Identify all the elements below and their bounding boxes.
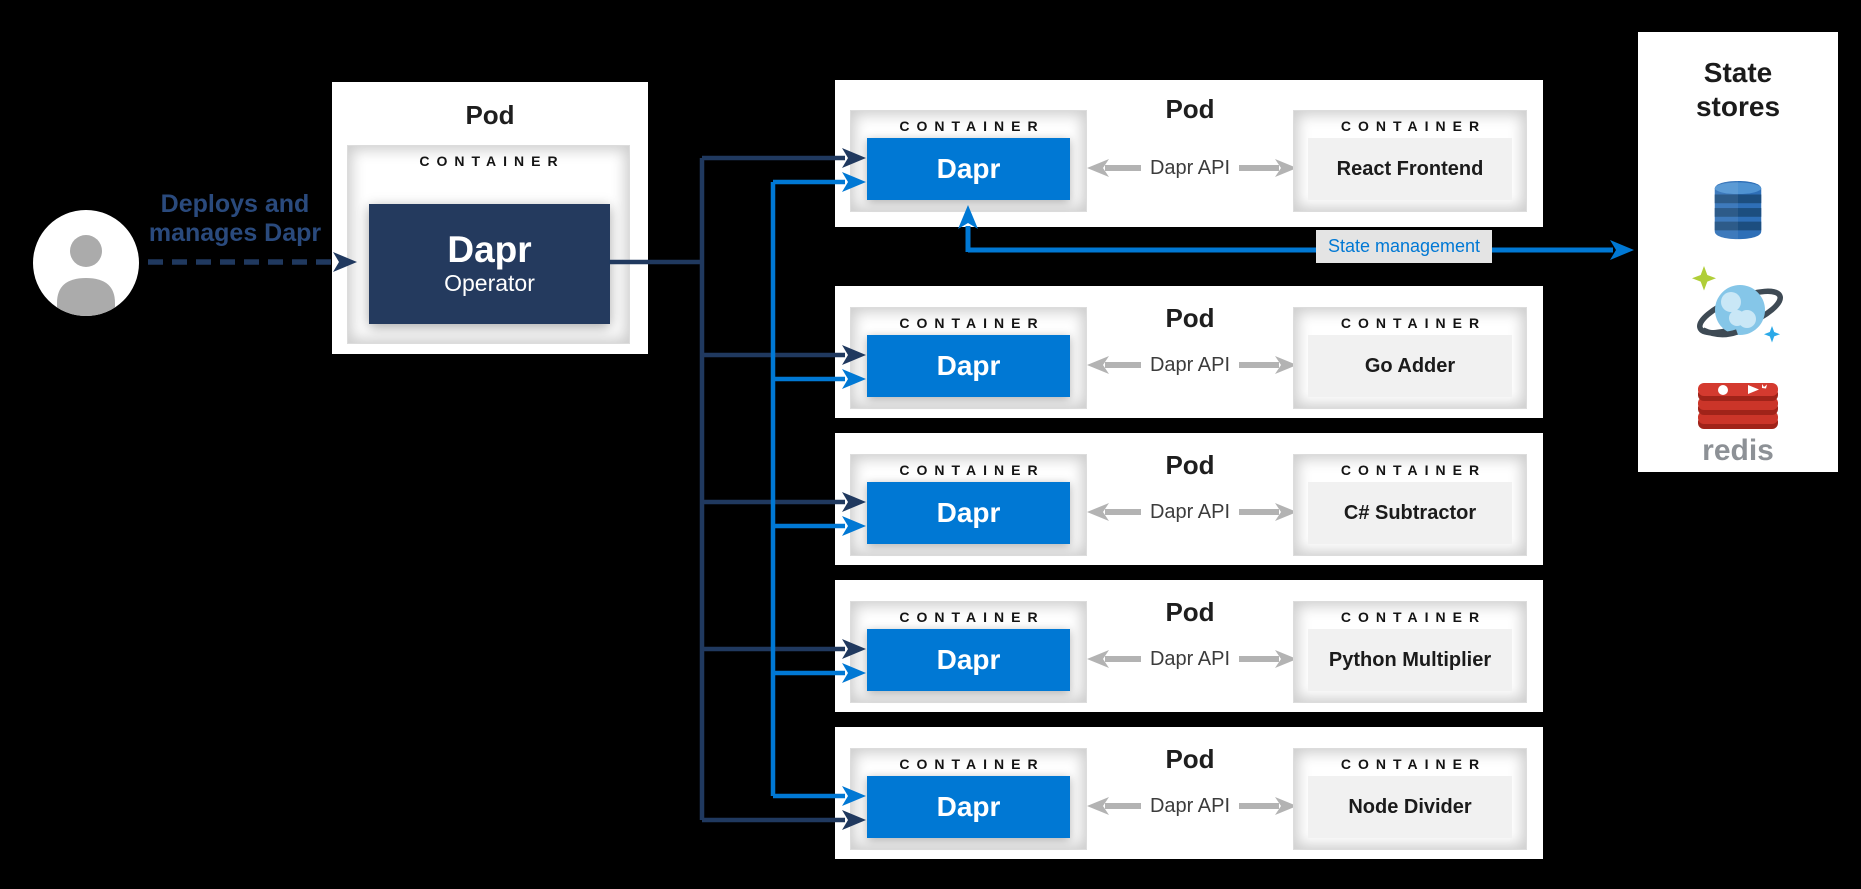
dapr-api-label: Dapr API: [1149, 794, 1231, 817]
app-box: Go Adder: [1308, 335, 1512, 397]
dapr-sidecar-box: Dapr: [867, 482, 1070, 544]
app-box: React Frontend: [1308, 138, 1512, 200]
deploys-manages-label-line1: Deploys and: [160, 190, 310, 218]
left-arrow-icon: [1087, 503, 1141, 521]
dapr-api-label: Dapr API: [1149, 353, 1231, 376]
redis-wordmark: redis: [1702, 434, 1774, 467]
sidecar-container-label: CONTAINER: [899, 462, 1045, 478]
operator-pod-title: Pod: [465, 100, 515, 130]
dapr-operator-subtitle: Operator: [444, 270, 535, 297]
dapr-api-row: Dapr API: [1087, 498, 1293, 526]
sidecar-container-box: CONTAINER Dapr: [850, 454, 1087, 556]
pod-title: Pod: [1165, 597, 1215, 627]
dapr-operator-box: Dapr Operator: [369, 204, 610, 324]
app-box: Node Divider: [1308, 776, 1512, 838]
left-arrow-icon: [1087, 159, 1141, 177]
deploys-manages-label: Deploys and manages Dapr: [120, 190, 350, 248]
app-container-box: CONTAINER Node Divider: [1293, 748, 1527, 850]
dapr-api-label: Dapr API: [1149, 500, 1231, 523]
dapr-sidecar-box: Dapr: [867, 335, 1070, 397]
dapr-operator-name: Dapr: [447, 229, 532, 271]
right-arrow-icon: [1239, 159, 1293, 177]
app-box: Python Multiplier: [1308, 629, 1512, 691]
right-arrow-icon: [1239, 650, 1293, 668]
dapr-api-row: Dapr API: [1087, 645, 1293, 673]
redis-stack-icon: [1698, 383, 1778, 429]
sidecar-container-box: CONTAINER Dapr: [850, 601, 1087, 703]
left-arrow-icon: [1087, 797, 1141, 815]
right-arrow-icon: [1239, 503, 1293, 521]
sidecar-container-label: CONTAINER: [899, 609, 1045, 625]
state-stores-panel: State stores: [1638, 32, 1838, 472]
dapr-sidecar-box: Dapr: [867, 776, 1070, 838]
operator-container-box: CONTAINER Dapr Operator: [347, 145, 630, 344]
left-arrow-icon: [1087, 650, 1141, 668]
app-container-label: CONTAINER: [1340, 609, 1487, 625]
app-container-label: CONTAINER: [1340, 118, 1487, 134]
dapr-sidecar-box: Dapr: [867, 138, 1070, 200]
pod-title: Pod: [1165, 744, 1215, 774]
dapr-api-label: Dapr API: [1149, 156, 1231, 179]
sidecar-container-label: CONTAINER: [899, 756, 1045, 772]
right-arrow-icon: [1239, 797, 1293, 815]
app-box: C# Subtractor: [1308, 482, 1512, 544]
sidecar-container-label: CONTAINER: [899, 315, 1045, 331]
app-container-label: CONTAINER: [1340, 315, 1487, 331]
left-arrow-icon: [1087, 356, 1141, 374]
deploys-manages-label-line2: manages Dapr: [148, 219, 322, 247]
app-container-box: CONTAINER Go Adder: [1293, 307, 1527, 409]
sidecar-container-box: CONTAINER Dapr: [850, 748, 1087, 850]
dynamodb-icon: [1714, 180, 1762, 240]
sidecar-container-box: CONTAINER Dapr: [850, 307, 1087, 409]
pod-go-adder: Pod CONTAINER Dapr Dapr API CONTAINER Go…: [835, 286, 1543, 418]
app-container-box: CONTAINER Python Multiplier: [1293, 601, 1527, 703]
state-management-label: State management: [1316, 230, 1492, 263]
sidecar-container-box: CONTAINER Dapr: [850, 110, 1087, 212]
pod-csharp-subtractor: Pod CONTAINER Dapr Dapr API CONTAINER C#…: [835, 433, 1543, 565]
app-container-box: CONTAINER React Frontend: [1293, 110, 1527, 212]
pod-react-frontend: Pod CONTAINER Dapr Dapr API CONTAINER Re…: [835, 80, 1543, 227]
pod-title: Pod: [1165, 303, 1215, 333]
dapr-api-row: Dapr API: [1087, 351, 1293, 379]
redis-icon: redis: [1696, 382, 1780, 466]
operator-container-label: CONTAINER: [419, 153, 565, 169]
app-container-box: CONTAINER C# Subtractor: [1293, 454, 1527, 556]
dapr-api-row: Dapr API: [1087, 792, 1293, 820]
dapr-sidecar-box: Dapr: [867, 629, 1070, 691]
dapr-operator-pod: Pod CONTAINER Dapr Operator: [332, 82, 648, 354]
app-container-label: CONTAINER: [1340, 462, 1487, 478]
state-stores-title: State stores: [1695, 57, 1781, 122]
right-arrow-icon: [1239, 356, 1293, 374]
dapr-api-label: Dapr API: [1149, 647, 1231, 670]
sidecar-container-label: CONTAINER: [899, 118, 1045, 134]
pod-title: Pod: [1165, 450, 1215, 480]
cosmosdb-icon: [1692, 266, 1783, 343]
pod-python-multiplier: Pod CONTAINER Dapr Dapr API CONTAINER Py…: [835, 580, 1543, 712]
app-container-label: CONTAINER: [1340, 756, 1487, 772]
dapr-api-row: Dapr API: [1087, 154, 1293, 182]
pod-node-divider: Pod CONTAINER Dapr Dapr API CONTAINER No…: [835, 727, 1543, 859]
person-icon: [33, 210, 139, 316]
pod-title: Pod: [1165, 94, 1215, 124]
